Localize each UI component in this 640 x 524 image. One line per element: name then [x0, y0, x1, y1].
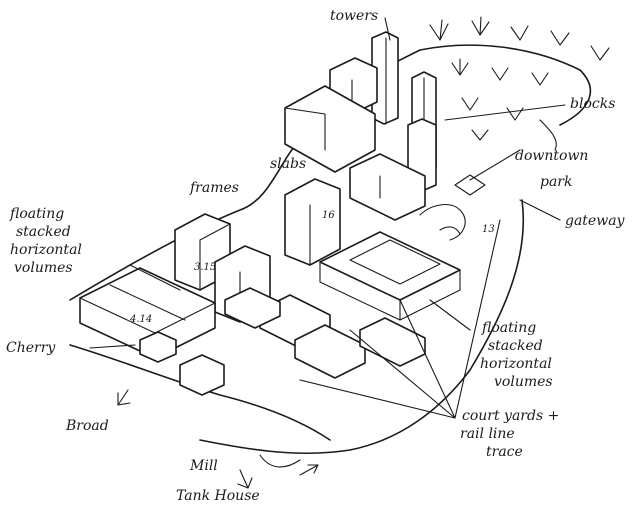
park-trees	[419, 16, 610, 241]
label-floating-right-3: horizontal	[480, 356, 552, 372]
label-park: park	[540, 174, 572, 190]
label-slabs: slabs	[270, 156, 306, 172]
label-floating-left-3: horizontal	[10, 242, 82, 258]
left-stacked-volumes	[79, 267, 225, 396]
slabs	[284, 85, 426, 221]
label-floating-left-4: volumes	[14, 260, 73, 276]
label-courtyards-2: rail line	[460, 426, 515, 442]
building-number-315: 3.15	[194, 262, 216, 273]
courtyard-blocks	[224, 231, 461, 379]
building-number-414: 4.14	[129, 314, 152, 325]
label-downtown: downtown	[515, 148, 588, 164]
label-towers: towers	[330, 8, 378, 24]
label-courtyards-1: court yards +	[462, 408, 559, 424]
label-broad: Broad	[65, 418, 109, 434]
label-floating-right-1: floating	[481, 320, 536, 336]
label-floating-left-2: stacked	[16, 224, 71, 240]
label-courtyards-3: trace	[486, 444, 523, 460]
label-mill: Mill	[189, 458, 218, 474]
label-blocks: blocks	[570, 96, 615, 112]
label-cherry: Cherry	[6, 340, 56, 356]
label-gateway: gateway	[565, 213, 626, 229]
label-frames: frames	[189, 180, 239, 196]
label-floating-left-1: floating	[9, 206, 64, 222]
label-floating-right-2: stacked	[488, 338, 543, 354]
label-tank-house: Tank House	[176, 488, 260, 504]
label-floating-right-4: volumes	[494, 374, 553, 390]
leader-lines	[89, 17, 566, 489]
building-number-16: 16	[322, 210, 335, 221]
building-number-13: 13	[482, 224, 495, 235]
